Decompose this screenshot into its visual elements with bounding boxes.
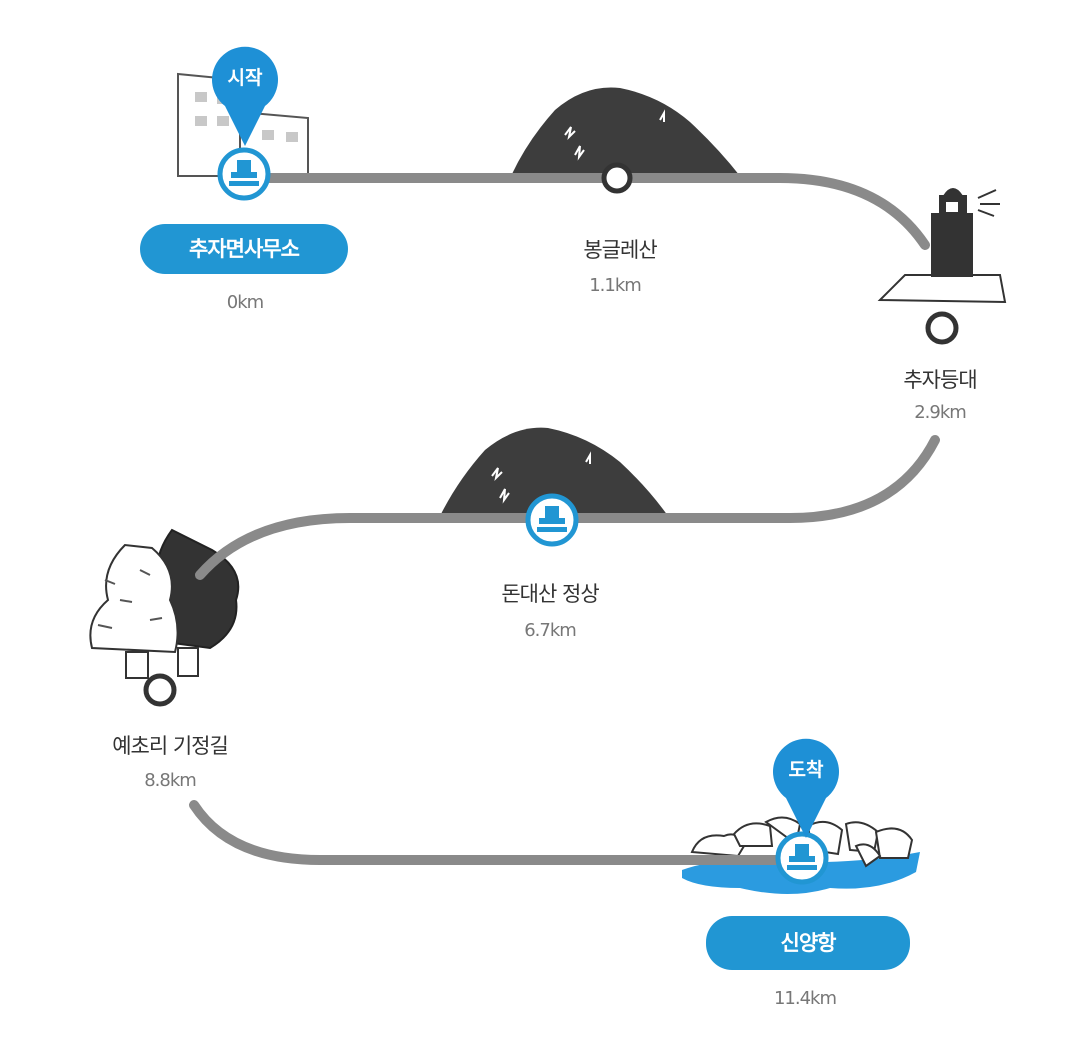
end-pin-label: 도착: [789, 759, 824, 781]
stamp-icon: [525, 493, 579, 547]
stop-distance: 11.4km: [773, 988, 837, 1009]
stop-name: 예초리 기정길: [112, 734, 229, 758]
stop-name-badge: 추자면사무소: [140, 224, 348, 274]
circle-marker: [925, 311, 959, 345]
end-pin-icon: 도착: [773, 738, 839, 838]
stop-distance: 1.1km: [589, 275, 642, 296]
stamp-icon: [775, 831, 829, 885]
stop-distance: 0km: [226, 292, 264, 313]
stamp-icon: [217, 147, 271, 201]
start-pin-label: 시작: [228, 67, 263, 89]
stop-distance: 6.7km: [524, 620, 577, 641]
stop-name: 추자등대: [903, 368, 977, 392]
stop-name: 봉글레산: [583, 238, 657, 262]
circle-marker: [601, 162, 633, 194]
stop-distance: 8.8km: [144, 770, 197, 791]
mountain-illustration: [440, 427, 668, 516]
stop-distance: 2.9km: [914, 402, 967, 423]
lighthouse-illustration: [877, 188, 1007, 304]
mountain-illustration: [512, 87, 740, 176]
start-pin-icon: 시작: [212, 46, 278, 146]
stop-name: 돈대산 정상: [501, 582, 599, 606]
trees-illustration: [89, 528, 240, 679]
circle-marker: [143, 673, 177, 707]
stop-name-badge: 신양항: [706, 916, 910, 970]
